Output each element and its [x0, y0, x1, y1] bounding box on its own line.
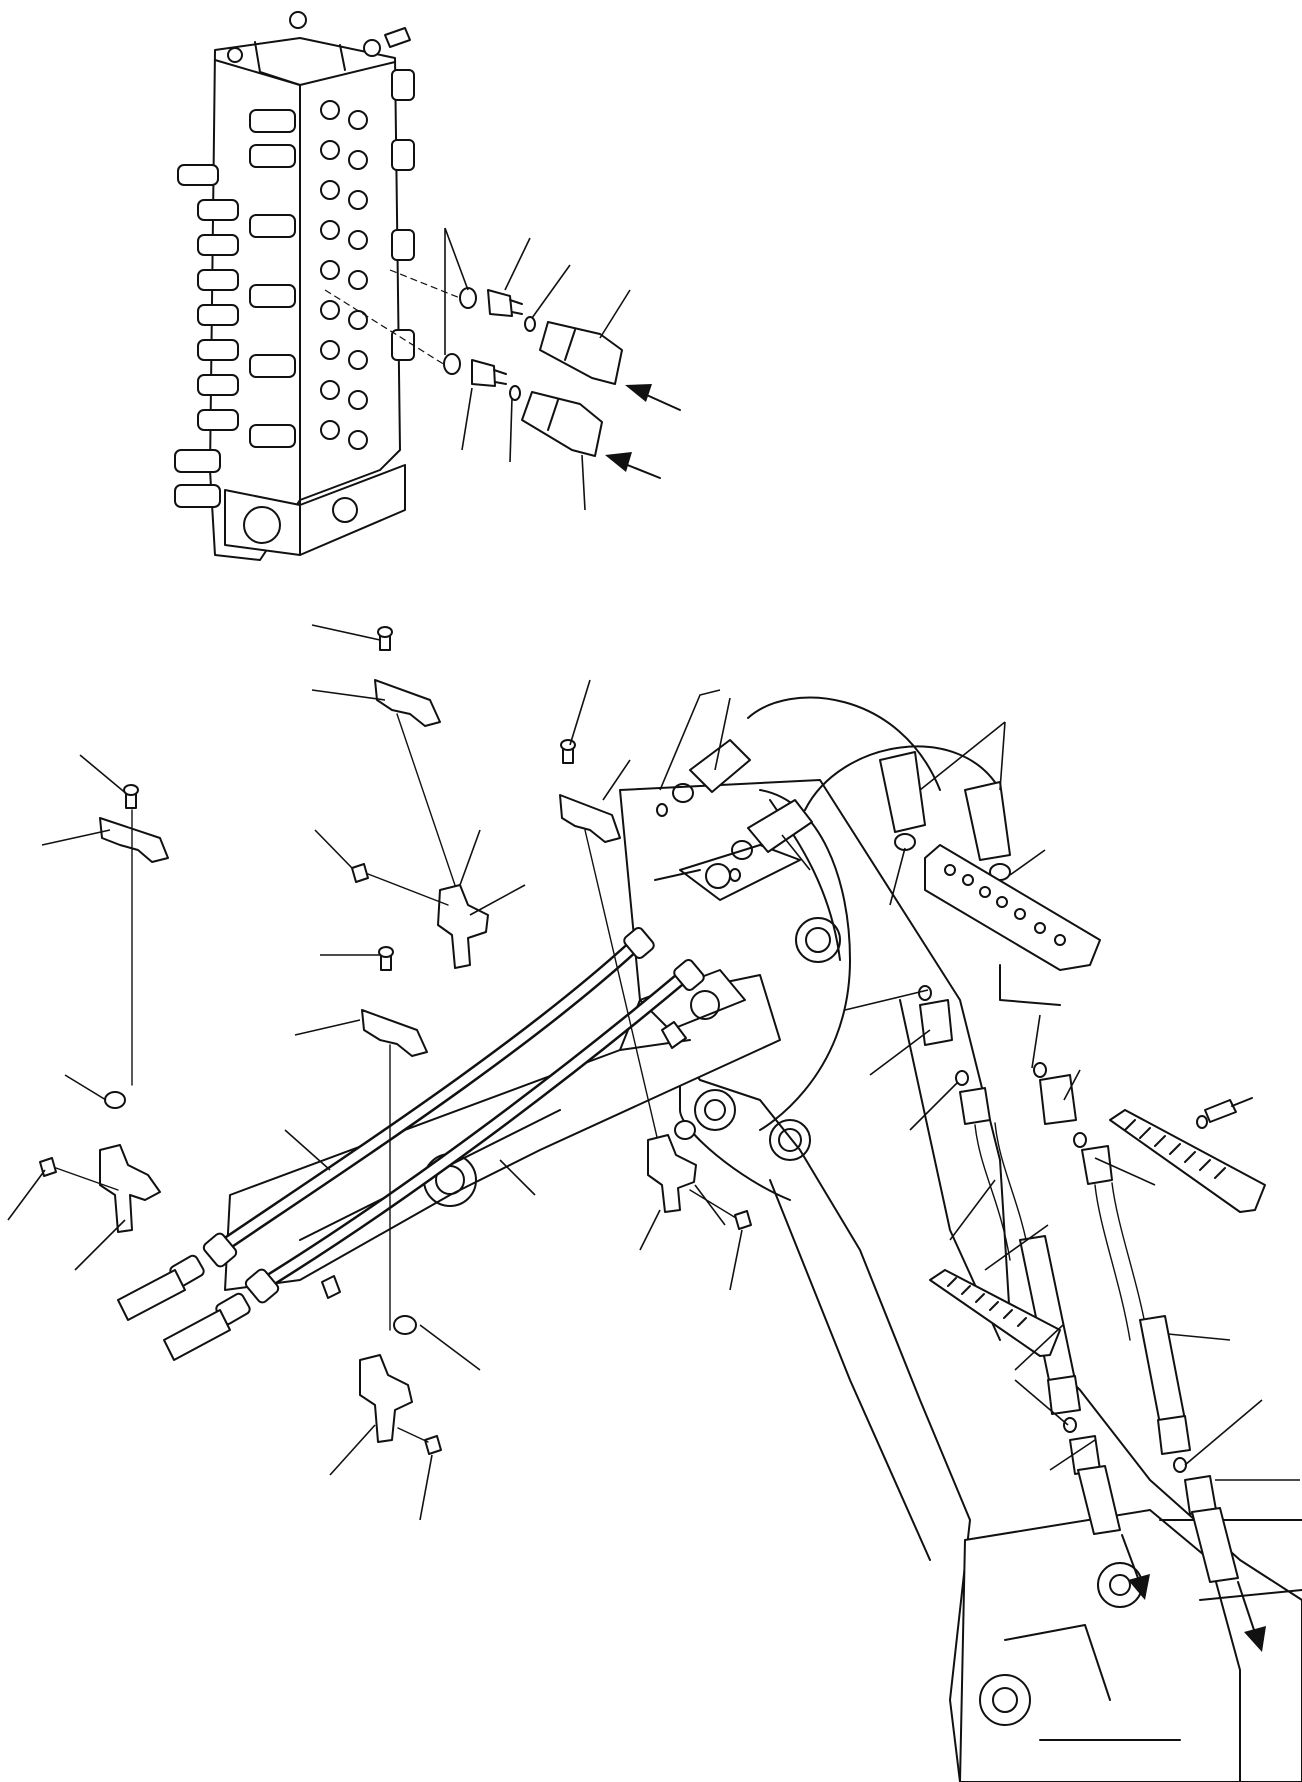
clamp-strip: [1109, 1097, 1266, 1213]
hose-clamp-middle: [359, 946, 442, 1455]
bolt: [734, 1210, 752, 1230]
flow-arrow-lower: [1121, 1534, 1266, 1652]
clip: [321, 1275, 341, 1299]
hose-clamp-base: [99, 1144, 161, 1233]
hose-clamp-cap: [99, 817, 169, 863]
control-valve: [174, 11, 415, 561]
bolt: [351, 863, 369, 883]
clamp-strip-middle: [929, 1269, 1061, 1357]
hose-clamp-right: [559, 739, 752, 1230]
o-ring: [443, 353, 461, 375]
assembly-line-1: [389, 269, 461, 299]
o-ring: [459, 287, 477, 309]
hose-clamp-left: [39, 784, 169, 1233]
o-ring: [524, 316, 536, 332]
spacer: [674, 1120, 696, 1140]
tube: [918, 985, 1239, 1583]
bracket-plate: [924, 844, 1101, 1006]
union-fitting: [471, 359, 496, 387]
hose-clamp-base: [647, 1134, 697, 1213]
assembly-line-2: [324, 289, 446, 366]
hose-clamp-base: [359, 1354, 413, 1443]
clip: [661, 1021, 687, 1049]
hose-end: [539, 321, 623, 385]
bolt: [424, 1435, 442, 1455]
o-ring: [509, 385, 521, 401]
long-hose: [117, 927, 705, 1361]
hose-clamp-base: [437, 884, 489, 969]
lower-leaders: [7, 624, 1300, 1521]
hose-clamp-cap: [374, 679, 441, 727]
upper-leaders: [444, 227, 631, 511]
spacer: [393, 1315, 417, 1335]
hose-clamp-cap: [559, 794, 621, 843]
spacer: [104, 1091, 126, 1109]
valve-fittings: [443, 287, 623, 457]
union-fitting: [487, 289, 513, 317]
hose-clamp-cap: [361, 1009, 428, 1057]
hose-end: [521, 391, 603, 457]
flow-arrow-upper: [605, 384, 681, 479]
hose-clamp-upper-middle: [351, 626, 489, 969]
